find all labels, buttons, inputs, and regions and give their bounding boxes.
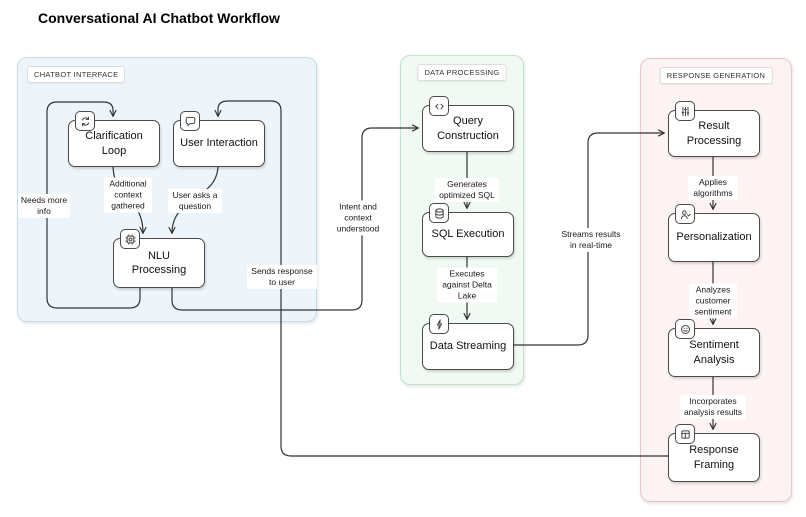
- bolt-icon: [429, 314, 449, 334]
- node-query-construction: Query Construction: [422, 96, 514, 152]
- edge-intent-understood: [171, 124, 420, 311]
- node-personalization: Personalization: [668, 204, 760, 262]
- group-label-chatbot-interface: CHATBOT INTERFACE: [27, 66, 126, 83]
- cpu-icon: [120, 229, 140, 249]
- node-label-clarification-loop: Clarification Loop: [85, 130, 143, 157]
- edge-label-needs-more-info: Needs more info: [18, 193, 70, 219]
- group-label-response-generation: RESPONSE GENERATION: [659, 67, 773, 84]
- node-label-data-streaming: Data Streaming: [429, 340, 507, 353]
- edge-label-user-asks: User asks a question: [168, 188, 222, 214]
- node-response-framing: Response Framing: [668, 424, 760, 482]
- node-nlu-processing: NLU Processing: [113, 229, 205, 288]
- repeat-icon: [75, 111, 95, 131]
- user-check-icon: [675, 204, 695, 224]
- node-result-processing: Result Processing: [668, 101, 760, 157]
- node-label-query-construction: Query Construction: [437, 115, 499, 142]
- node-label-nlu-processing: NLU Processing: [131, 249, 187, 276]
- edge-label-intent-understood: Intent and context understood: [331, 200, 385, 236]
- database-icon: [429, 203, 449, 223]
- edge-label-applies-algorithms: Applies algorithms: [688, 175, 738, 201]
- code-icon: [429, 96, 449, 116]
- node-label-result-processing: Result Processing: [686, 120, 742, 147]
- edge-label-sends-response: Sends response to user: [247, 264, 317, 290]
- node-label-response-framing: Response Framing: [689, 444, 739, 471]
- edge-label-streams-results: Streams results in real-time: [557, 227, 625, 253]
- node-sql-execution: SQL Execution: [422, 203, 514, 257]
- edge-label-additional-context: Additional context gathered: [104, 177, 152, 213]
- node-sentiment-analysis: Sentiment Analysis: [668, 319, 760, 377]
- node-clarification-loop: Clarification Loop: [68, 111, 160, 167]
- edge-label-incorporates-results: Incorporates analysis results: [680, 394, 746, 420]
- sliders-icon: [675, 101, 695, 121]
- node-data-streaming: Data Streaming: [422, 314, 514, 370]
- chat-bubble-icon: [180, 111, 200, 131]
- smiley-icon: [675, 319, 695, 339]
- layout-icon: [675, 424, 695, 444]
- node-label-personalization: Personalization: [676, 231, 752, 244]
- page-title: Conversational AI Chatbot Workflow: [38, 10, 280, 26]
- node-label-sql-execution: SQL Execution: [431, 228, 505, 241]
- group-label-data-processing: DATA PROCESSING: [417, 64, 507, 81]
- node-label-sentiment-analysis: Sentiment Analysis: [689, 339, 739, 366]
- edge-label-executes-delta: Executes against Delta Lake: [437, 267, 497, 303]
- node-label-user-interaction: User Interaction: [180, 137, 258, 150]
- edge-sends-response: [214, 100, 668, 457]
- edge-label-analyzes-sentiment: Analyzes customer sentiment: [689, 283, 737, 319]
- edge-label-generates-sql: Generates optimized SQL: [435, 177, 499, 203]
- node-user-interaction: User Interaction: [173, 111, 265, 167]
